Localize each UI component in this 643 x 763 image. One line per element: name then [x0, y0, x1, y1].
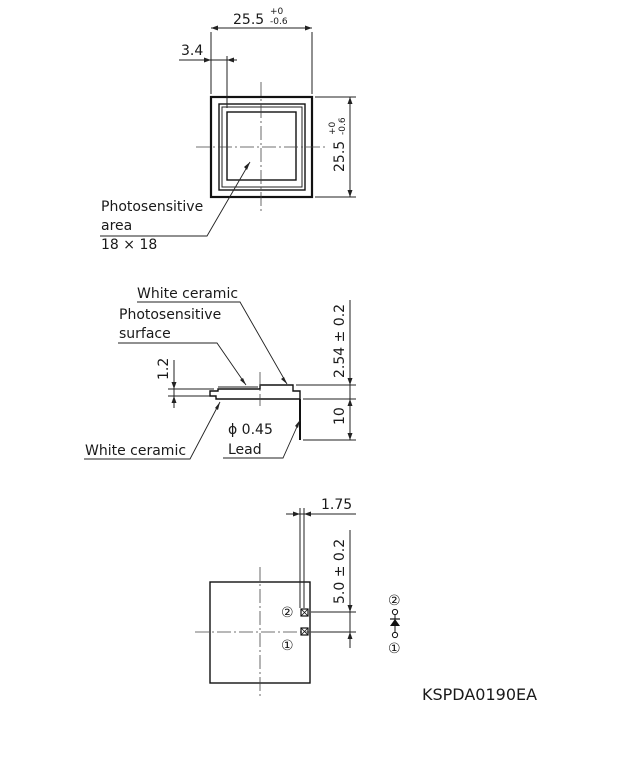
thickness-dim-value: 2.54 ± 0.2	[332, 304, 348, 378]
lead-label: Lead	[228, 442, 262, 458]
pad-1	[300, 627, 309, 636]
surface-label-line1: Photosensitive	[119, 307, 221, 323]
white-ceramic-top-label: White ceramic	[137, 286, 238, 302]
schematic-pin-2: ②	[388, 593, 401, 609]
offset-dim-value: 3.4	[181, 43, 203, 59]
height-dim-tol-lower: -0.6	[338, 117, 348, 135]
area-leader	[100, 161, 251, 237]
pin-2-label: ②	[281, 605, 294, 621]
side-view: 2.54 ± 0.2 10 1.2 White ceramic Photosen…	[84, 286, 356, 460]
height-dim-tol-upper: +0	[328, 121, 338, 135]
photosensitive-area	[226, 111, 297, 181]
pad-2	[300, 608, 309, 617]
dim-1-2-value: 1.2	[156, 358, 172, 380]
side-body	[209, 384, 301, 400]
schematic-pin-1: ①	[388, 641, 401, 657]
white-ceramic-bottom-leader	[84, 401, 221, 460]
pin-1-label: ①	[281, 638, 294, 654]
area-size: 18 × 18	[101, 237, 157, 253]
lead-leader	[223, 419, 301, 459]
area-label-line1: Photosensitive	[101, 199, 203, 215]
width-dim-value: 25.5	[233, 12, 264, 28]
white-ceramic-bottom-label: White ceramic	[85, 443, 186, 459]
width-dim-tol-lower: -0.6	[270, 17, 288, 27]
surface-label-line2: surface	[119, 326, 171, 342]
dim-5-0-value: 5.0 ± 0.2	[332, 539, 348, 604]
dim-1-75-value: 1.75	[321, 497, 352, 513]
area-label-line2: area	[101, 218, 132, 234]
height-dim-value: 25.5	[332, 141, 348, 172]
lead-len-dim-value: 10	[332, 407, 348, 425]
diode-schematic: ② ①	[388, 593, 401, 657]
width-dim-tol-upper: +0	[270, 7, 284, 17]
surface-leader	[118, 342, 247, 386]
drawing-code: KSPDA0190EA	[422, 685, 537, 704]
diode-icon	[390, 619, 400, 626]
top-view: 25.5 +0 -0.6 3.4 25.5 +0 -0.6 Photosensi…	[100, 7, 356, 253]
white-ceramic-top-leader	[137, 301, 288, 385]
lead-dia-label: ϕ 0.45	[228, 422, 273, 438]
bottom-view: ② ① 1.75 5.0 ± 0.2	[195, 497, 356, 697]
